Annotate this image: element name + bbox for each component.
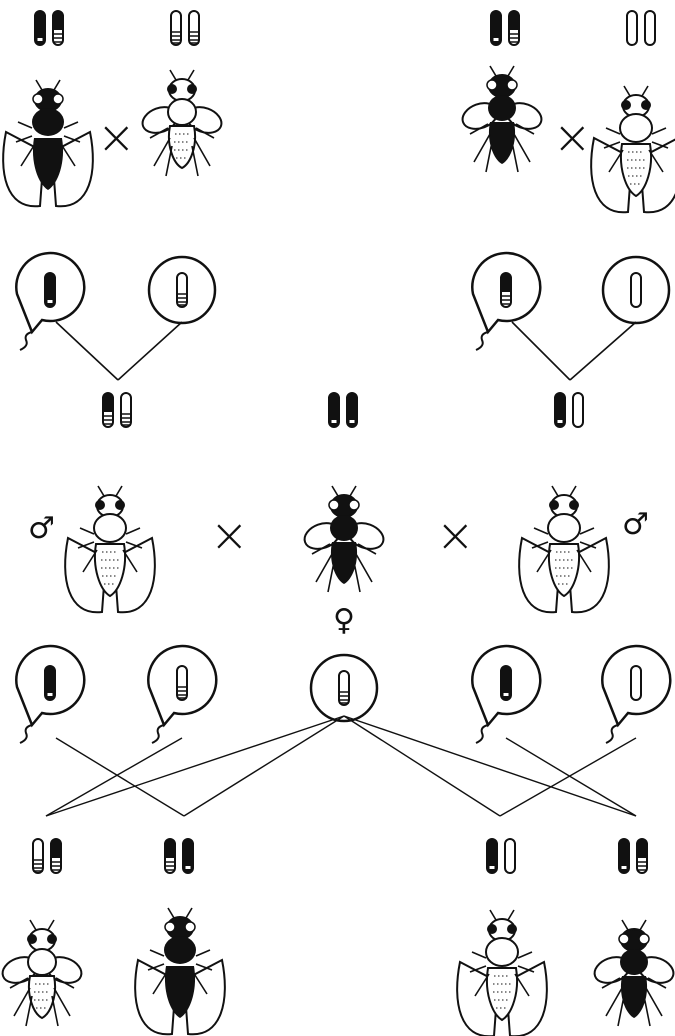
gamete-sperm-left [15,251,86,352]
fly-dark-vestigial-wings [457,65,547,173]
cross-symbol-right: × [553,110,592,164]
offspring-3-chromosome-pair [486,838,516,874]
testcross-egg-center [309,653,379,723]
gamete-egg-right [601,255,671,325]
center-chromosome-pair [328,392,358,428]
f1-right-chromosome-pair [554,392,584,428]
gamete-egg-left [147,255,217,325]
fly-light-vestigial-wings [137,69,227,177]
offspring-4-chromosome-pair [618,838,648,874]
p1-left-chromosome-pair [34,10,64,46]
offspring-fly-2 [134,907,226,1036]
fly-dark-normal-wings [2,79,94,208]
p2-right-chromosome-pair [490,10,520,46]
offspring-fly-3 [456,909,548,1036]
p2-right-partner-chromosome-pair [626,10,656,46]
testcross-sperm-4 [601,644,672,745]
cross-symbol-f1-right: × [436,508,475,562]
f1-left-chromosome-pair [102,392,132,428]
fertilization-lines [55,321,637,381]
p1-left-partner-chromosome-pair [170,10,200,46]
gamete-sperm-right [471,251,542,352]
male-symbol-left: ♂ [28,511,55,546]
fly-light-normal-wings [590,85,675,214]
cross-symbol-left: × [97,110,136,164]
testcross-sperm-3 [471,644,542,745]
testcross-sperm-1 [15,644,86,745]
f1-male-fly-left [64,485,156,614]
female-symbol: ♀ [333,603,355,638]
f1-male-fly-right [518,485,610,614]
male-symbol-right: ♂ [622,507,649,542]
offspring-fly-1 [0,919,87,1027]
testcross-sperm-2 [147,644,218,745]
offspring-1-chromosome-pair [32,838,62,874]
offspring-fly-4 [589,919,675,1027]
testcross-lines [45,715,637,817]
cross-symbol-f1-left: × [210,508,249,562]
offspring-2-chromosome-pair [164,838,194,874]
tester-female-fly [299,485,389,593]
